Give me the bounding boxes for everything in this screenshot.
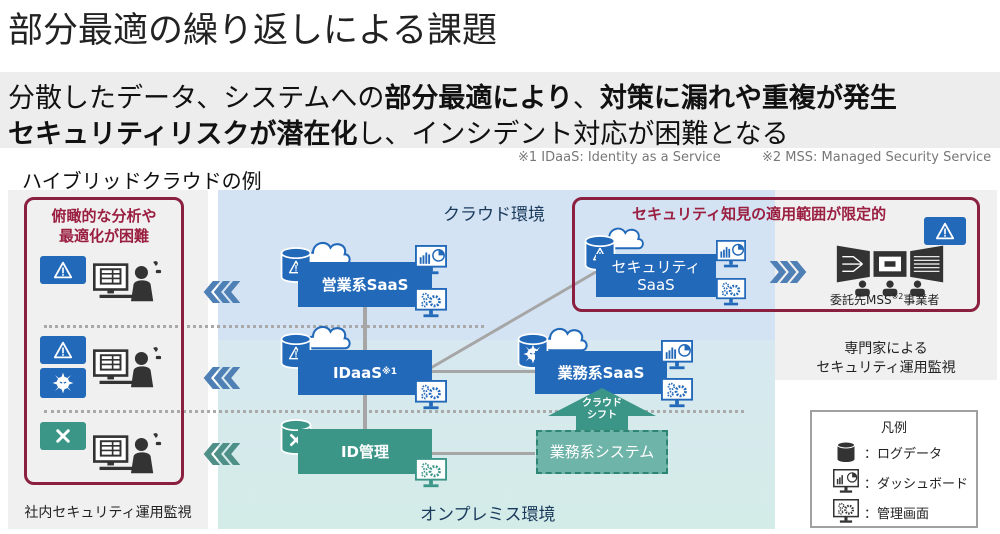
chevron-left-icon	[203, 281, 241, 303]
business-saas-label: 業務系SaaS	[557, 363, 645, 382]
warning-icon	[53, 261, 73, 279]
worker-at-computer-icon	[93, 258, 165, 304]
subtitle-text: 、	[572, 83, 600, 114]
worker-at-computer-icon	[93, 344, 165, 390]
database-icon	[837, 441, 855, 462]
subtitle-line-2: セキュリティリスクが潜在化し、インシデント対応が困難となる	[8, 112, 789, 151]
admin-screen-icon	[661, 378, 693, 410]
id-management: ID管理	[298, 429, 432, 474]
chevron-left-icon	[203, 443, 241, 465]
dashboard-icon	[716, 240, 746, 270]
internal-monitoring-caption: 社内セキュリティ運用監視	[24, 505, 192, 521]
sales-saas-label: 営業系SaaS	[321, 275, 409, 294]
connector-line	[430, 452, 535, 455]
problem-text-line: 最適化が困難	[58, 227, 149, 245]
footnote-marker: ※2	[891, 292, 904, 301]
mss-label: 事業者	[903, 293, 940, 307]
dashboard-icon	[415, 245, 447, 277]
cross-icon	[54, 427, 72, 445]
caption-line: セキュリティ運用監視	[816, 360, 956, 376]
admin-screen-icon	[415, 458, 447, 490]
subtitle-band	[0, 72, 1000, 148]
legend-item: ：ログデータ	[834, 441, 976, 463]
problem-text: 俯瞰的な分析や 最適化が困難	[24, 206, 184, 246]
footnote-marker: ※1	[382, 367, 398, 378]
id-management-label: ID管理	[340, 442, 390, 461]
legend-item: ：ダッシュボード	[832, 469, 976, 495]
cloud-shift-arrow	[548, 388, 656, 436]
dashboard-icon	[833, 469, 859, 493]
subtitle-emphasis: 部分最適により	[384, 83, 573, 114]
chevron-right-icon	[768, 261, 808, 283]
legend-label: ：ダッシュボード	[864, 476, 969, 492]
alert-bubble	[924, 217, 966, 245]
page-title: 部分最適の繰り返しによる課題	[8, 11, 497, 51]
caption-line: 専門家による	[844, 341, 928, 357]
mss-label: 委託先MSS	[830, 293, 892, 307]
chevron-left-icon	[203, 367, 241, 389]
alert-bubble	[40, 336, 86, 364]
mss-provider-label: 委託先MSS※2事業者	[830, 291, 939, 308]
admin-screen-icon	[415, 380, 447, 412]
admin-screen-icon	[716, 278, 746, 308]
business-system: 業務系システム	[536, 430, 668, 474]
admin-screen-icon	[415, 288, 447, 320]
idaas: IDaaS※1	[298, 350, 432, 395]
sales-saas: 営業系SaaS	[298, 262, 432, 307]
footnote-idaas: ※1 IDaaS: Identity as a Service	[518, 150, 721, 165]
subtitle-text: 分散したデータ、システムへの	[8, 83, 385, 114]
legend-title: 凡例	[880, 421, 907, 436]
admin-screen-icon	[833, 499, 859, 523]
warning-icon	[53, 341, 73, 359]
footnote-mss: ※2 MSS: Managed Security Service	[762, 150, 992, 165]
idaas-label: IDaaS	[332, 363, 383, 382]
virus-icon	[51, 371, 75, 395]
security-limited-box	[572, 197, 980, 312]
cloud-env-label: クラウド環境	[443, 205, 545, 225]
connector-line	[430, 370, 535, 373]
security-limited-text: セキュリティ知見の適用範囲が限定的	[632, 205, 887, 223]
alert-bubble	[40, 368, 86, 398]
dashboard-icon	[661, 340, 693, 372]
alert-bubble	[40, 422, 86, 450]
cloud-shift-text: シフト	[587, 410, 617, 421]
business-saas: 業務系SaaS	[535, 351, 667, 394]
legend-label: ：管理画面	[864, 506, 930, 522]
onprem-env-label: オンプレミス環境	[420, 505, 556, 525]
warning-icon	[935, 222, 955, 240]
legend-label: ：ログデータ	[864, 446, 943, 462]
legend: 凡例 ：ログデータ ：ダッシュボード ：管理画面	[810, 410, 978, 528]
problem-text-line: 俯瞰的な分析や	[51, 207, 157, 225]
cloud-shift-label: クラウド シフト	[548, 398, 656, 422]
worker-at-computer-icon	[93, 430, 165, 476]
expert-monitoring-caption: 専門家による セキュリティ運用監視	[775, 340, 997, 378]
soc-monitoring-icon	[830, 242, 950, 297]
legend-item: ：管理画面	[832, 499, 976, 525]
security-saas-label: セキュリティ	[611, 257, 701, 276]
security-saas-label: SaaS	[637, 275, 675, 294]
problem-box	[24, 197, 184, 485]
subtitle-text: し、インシデント対応が困難となる	[357, 119, 789, 150]
section-title: ハイブリッドクラウドの例	[22, 169, 262, 193]
row-separator	[44, 325, 484, 328]
business-system-label: 業務系システム	[549, 443, 655, 461]
row-separator	[44, 410, 744, 413]
subtitle-emphasis: セキュリティリスクが潜在化	[8, 119, 358, 150]
subtitle-emphasis: 対策に漏れや重複が発生	[599, 83, 897, 114]
alert-bubble	[40, 256, 86, 284]
subtitle-line-1: 分散したデータ、システムへの部分最適により、対策に漏れや重複が発生	[8, 76, 897, 115]
cloud-shift-text: クラウド	[582, 398, 622, 409]
